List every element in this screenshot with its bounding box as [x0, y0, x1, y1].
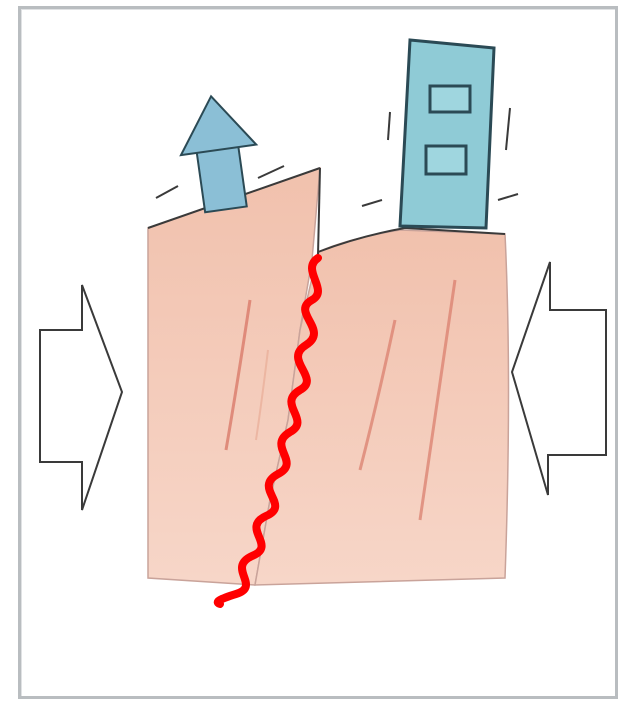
building-shake-mark-right-top: [506, 108, 510, 150]
compression-arrow-right: [512, 262, 606, 495]
house-shake-mark-right: [258, 166, 284, 178]
compression-arrow-left: [40, 285, 122, 510]
building-shake-mark-right-bottom: [498, 194, 518, 200]
building-shake-mark-left-bottom: [362, 200, 382, 206]
building-shake-mark-left-top: [388, 112, 390, 140]
building-icon: [400, 40, 494, 228]
house-shake-mark-left: [156, 186, 178, 198]
